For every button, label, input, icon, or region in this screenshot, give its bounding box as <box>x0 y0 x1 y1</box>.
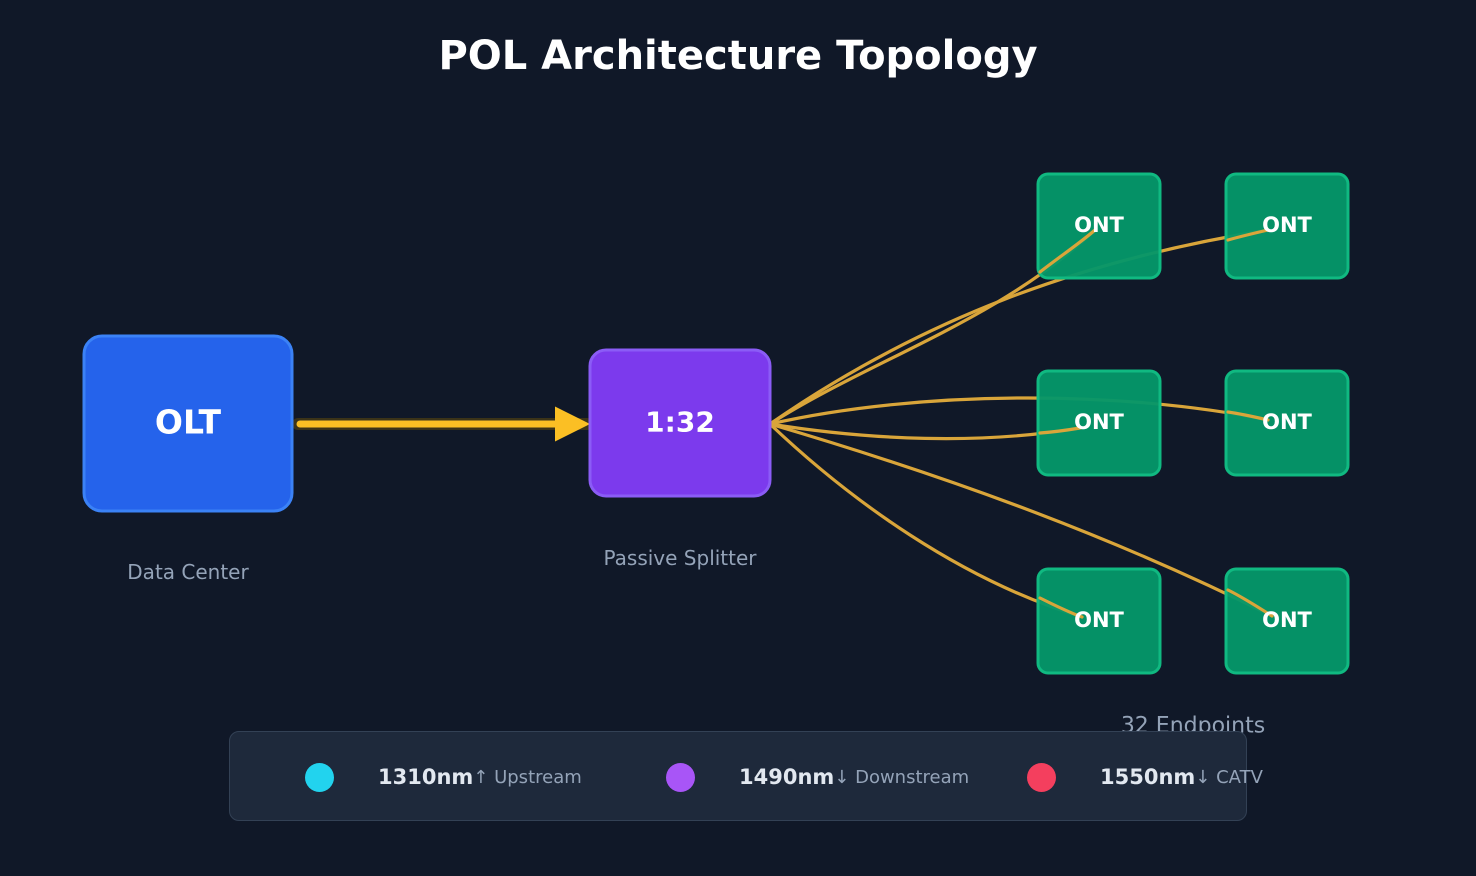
legend-item-catv: 1550nm ↓ CATV <box>1027 732 1263 822</box>
page-title: POL Architecture Topology <box>438 33 1038 79</box>
drop-fiber-6 <box>768 422 1274 618</box>
ont-node-4[interactable] <box>1224 369 1350 477</box>
olt-label: OLT <box>155 403 222 442</box>
ont-label-1: ONT <box>1074 213 1124 237</box>
ont-label-2: ONT <box>1262 213 1312 237</box>
splitter-node[interactable]: 1:32 <box>588 348 772 498</box>
legend-item-downstream: 1490nm ↓ Downstream <box>666 732 969 822</box>
drop-fiber-5 <box>768 422 1084 619</box>
legend-direction: ↓ Downstream <box>834 766 970 788</box>
legend-wavelength: 1490nm <box>739 765 835 789</box>
legend-wavelength: 1550nm <box>1100 765 1196 789</box>
ont-box <box>1224 567 1350 675</box>
splitter-box <box>588 348 772 498</box>
splitter-caption: Passive Splitter <box>603 546 757 570</box>
splitter-label: 1:32 <box>645 406 715 439</box>
olt-caption: Data Center <box>127 560 249 584</box>
ont-label-5: ONT <box>1074 608 1124 632</box>
legend-direction: ↑ Upstream <box>473 766 582 788</box>
ont-node-3[interactable] <box>1036 369 1162 477</box>
ont-node-5[interactable] <box>1036 567 1162 675</box>
drop-fiber-2 <box>768 228 1270 426</box>
drop-fibers <box>768 228 1274 619</box>
ont-box <box>1224 369 1350 477</box>
olt-box <box>82 334 294 513</box>
wavelength-legend: 1310nm ↑ Upstream 1490nm ↓ Downstream 15… <box>229 731 1263 822</box>
ont-label-3: ONT <box>1074 410 1124 434</box>
ont-box <box>1224 172 1350 280</box>
drop-fiber-4 <box>768 396 1270 426</box>
legend-dot-icon <box>305 762 334 792</box>
legend-wavelength: 1310nm <box>378 765 474 789</box>
legend-direction: ↓ CATV <box>1195 766 1263 788</box>
ont-node-2[interactable] <box>1224 172 1350 280</box>
legend-dot-icon <box>666 762 695 792</box>
drop-fiber-ends <box>1038 228 1274 619</box>
ont-box <box>1036 369 1162 477</box>
ont-label-4: ONT <box>1262 410 1312 434</box>
legend-dot-icon <box>1027 762 1056 792</box>
ont-node-6[interactable] <box>1224 567 1350 675</box>
ont-box <box>1036 567 1162 675</box>
olt-node[interactable]: OLT <box>82 334 294 513</box>
legend-item-upstream: 1310nm ↑ Upstream <box>305 732 582 822</box>
ont-label-6: ONT <box>1262 608 1312 632</box>
